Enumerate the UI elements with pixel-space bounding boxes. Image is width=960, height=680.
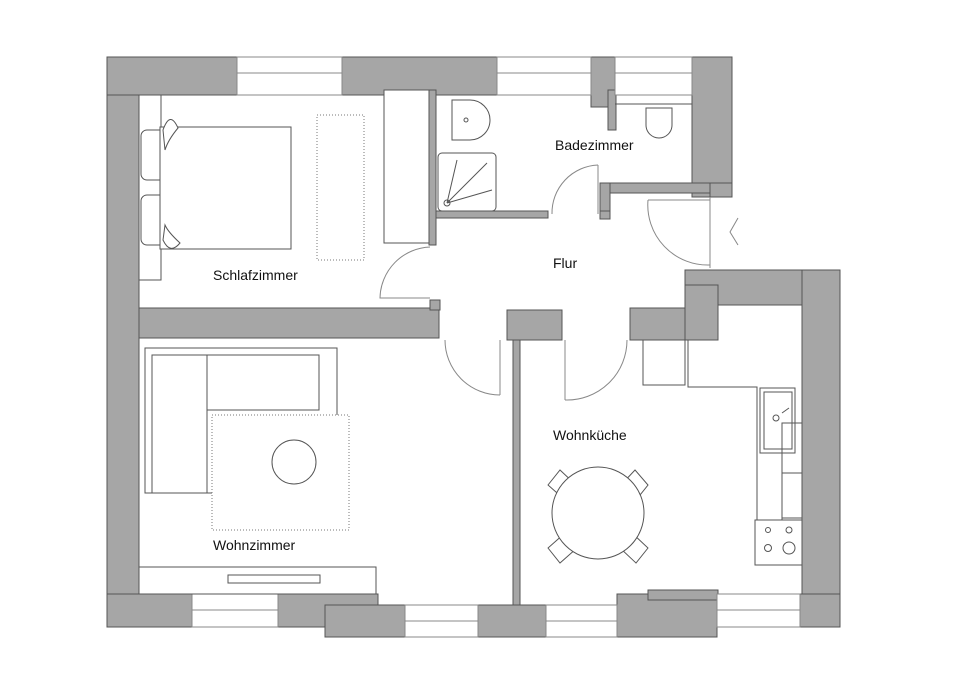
outer-walls xyxy=(106,56,841,638)
shower xyxy=(437,152,497,212)
room-labels: Schlafzimmer Badezimmer Flur Wohnzimmer … xyxy=(213,137,634,553)
windows xyxy=(191,56,801,638)
tv xyxy=(227,574,321,584)
label-wohnzimmer: Wohnzimmer xyxy=(213,537,296,553)
bed xyxy=(159,126,292,250)
stove xyxy=(754,519,803,566)
cabinet xyxy=(642,339,686,386)
bathroom-fixtures xyxy=(435,90,692,212)
label-schlafzimmer: Schlafzimmer xyxy=(213,267,298,283)
doors xyxy=(379,164,739,401)
living-room-furniture xyxy=(138,347,377,595)
label-badezimmer: Badezimmer xyxy=(555,137,634,153)
dining-table xyxy=(547,466,649,564)
label-flur: Flur xyxy=(553,255,577,271)
interior-walls xyxy=(138,89,611,606)
bedroom-rug xyxy=(316,114,365,261)
kitchen-furniture xyxy=(547,339,803,566)
nightstand-strip xyxy=(138,94,162,281)
wardrobe xyxy=(383,89,430,244)
coffee-table xyxy=(271,439,317,485)
label-wohnkueche: Wohnküche xyxy=(553,427,627,443)
toilet xyxy=(645,107,673,139)
bedroom-furniture xyxy=(138,89,430,281)
washbasin xyxy=(451,99,491,141)
